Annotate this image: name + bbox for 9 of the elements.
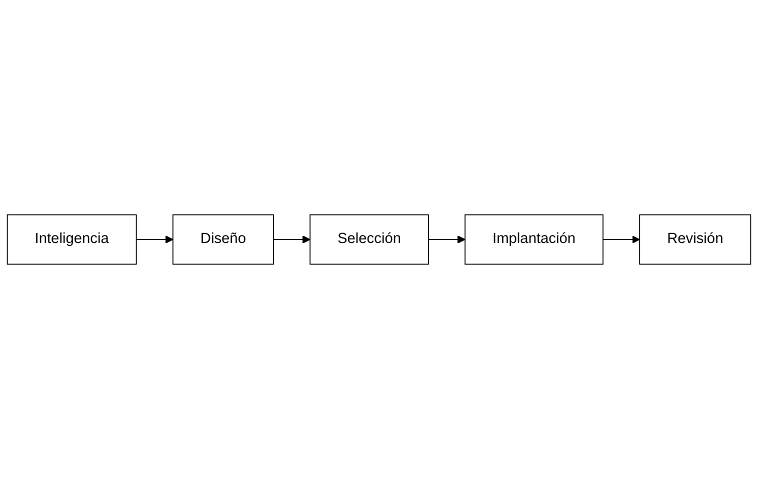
node-box: Diseño: [172, 214, 274, 265]
node-box: Inteligencia: [6, 214, 137, 265]
arrow: [602, 235, 640, 244]
arrow: [428, 235, 466, 244]
arrow: [136, 235, 174, 244]
node-box: Revisión: [639, 214, 752, 265]
node-box: Implantación: [464, 214, 604, 265]
arrow: [272, 235, 310, 244]
node-box: Selección: [310, 214, 429, 265]
